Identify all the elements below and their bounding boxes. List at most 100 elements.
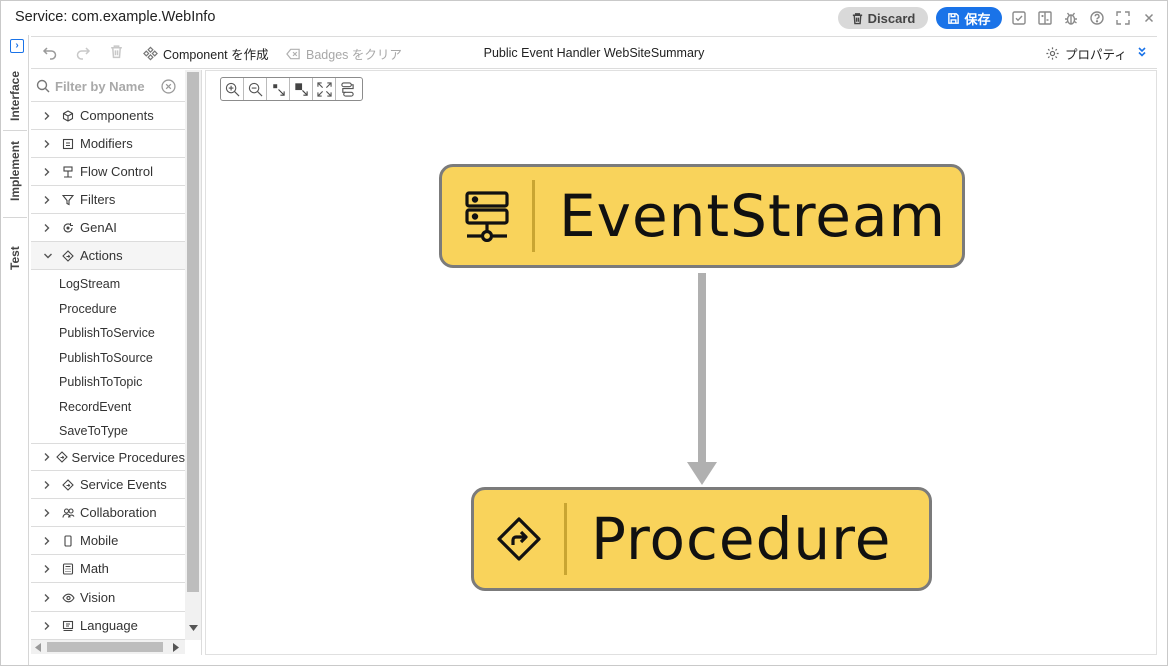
- diamond-icon: [55, 451, 68, 463]
- palette-horizontal-scrollbar[interactable]: [31, 640, 185, 654]
- scrollbar-thumb[interactable]: [187, 72, 199, 592]
- server-icon: [442, 190, 532, 242]
- palette-category-label: Modifiers: [80, 136, 133, 151]
- eye-icon: [60, 593, 76, 603]
- compare-icon[interactable]: [1036, 9, 1054, 27]
- search-icon: [36, 79, 50, 93]
- chevron-right-icon: [43, 195, 57, 205]
- properties-button[interactable]: プロパティ: [1045, 44, 1127, 63]
- diagram-node-eventstream[interactable]: EventStream: [439, 164, 965, 268]
- tab-divider: [3, 130, 27, 131]
- delete-icon[interactable]: [109, 44, 124, 59]
- double-chevron-down-icon[interactable]: [1137, 46, 1147, 58]
- palette-category-actions[interactable]: Actions: [31, 242, 185, 270]
- palette-category-modifiers[interactable]: Modifiers: [31, 130, 185, 158]
- scroll-left-arrow-icon[interactable]: [35, 643, 41, 652]
- palette-category-collaboration[interactable]: Collaboration: [31, 499, 185, 527]
- palette-item-publish-to-topic[interactable]: PublishToTopic: [59, 375, 143, 389]
- palette-item-save-to-type[interactable]: SaveToType: [59, 424, 128, 438]
- fullscreen-icon[interactable]: [1114, 9, 1132, 27]
- mobile-icon: [60, 534, 76, 547]
- palette-category-label: Actions: [80, 248, 123, 263]
- scroll-right-arrow-icon[interactable]: [173, 643, 179, 652]
- book-icon: [60, 620, 76, 632]
- palette-category-service-procedures[interactable]: Service Procedures: [31, 443, 185, 471]
- palette-item-publish-to-source[interactable]: PublishToSource: [59, 351, 153, 365]
- create-component-label: Component を作成: [163, 48, 269, 62]
- chevron-right-icon[interactable]: ›: [10, 39, 24, 53]
- chevron-right-icon: [43, 564, 57, 574]
- palette-category-mobile[interactable]: Mobile: [31, 527, 185, 555]
- modifier-icon: [60, 138, 76, 150]
- chevron-right-icon: [43, 223, 57, 233]
- node-label: EventStream: [559, 182, 947, 250]
- palette-category-label: Service Events: [80, 477, 167, 492]
- clear-badges-label: Badges をクリア: [306, 48, 402, 62]
- zoom-small-icon[interactable]: [267, 78, 290, 100]
- palette-category-label: Mobile: [80, 533, 119, 548]
- zoom-toolbar: [220, 77, 363, 101]
- palette-category-filters[interactable]: Filters: [31, 186, 185, 214]
- palette-vertical-scrollbar[interactable]: [185, 70, 201, 640]
- filter-icon: [60, 194, 76, 206]
- palette-category-label: Components: [80, 108, 154, 123]
- scroll-down-arrow-icon[interactable]: [189, 625, 198, 631]
- palette-category-label: Math: [80, 561, 109, 576]
- palette-category-vision[interactable]: Vision: [31, 584, 185, 612]
- palette-item-publish-to-service[interactable]: PublishToService: [59, 326, 155, 340]
- palette-category-language[interactable]: Language: [31, 612, 185, 640]
- discard-label: Discard: [867, 10, 916, 26]
- trash-icon: [851, 12, 864, 25]
- close-icon[interactable]: [1140, 9, 1158, 27]
- edge-arrowhead: [687, 462, 717, 485]
- people-icon: [60, 507, 76, 519]
- node-divider: [532, 180, 535, 252]
- palette-category-service-events[interactable]: Service Events: [31, 471, 185, 499]
- check-icon[interactable]: [1010, 9, 1028, 27]
- cube-icon: [60, 109, 76, 122]
- chevron-right-icon: [43, 452, 53, 462]
- undo-icon[interactable]: [42, 44, 58, 60]
- chevron-right-icon: [43, 536, 57, 546]
- clear-filter-icon[interactable]: [161, 79, 176, 94]
- chevron-right-icon: [43, 508, 57, 518]
- filter-row: [31, 70, 185, 102]
- save-button[interactable]: 保存: [936, 7, 1002, 29]
- palette-category-label: Service Procedures: [71, 449, 185, 465]
- zoom-in-icon[interactable]: [221, 78, 244, 100]
- bug-icon[interactable]: [1062, 9, 1080, 27]
- tab-test[interactable]: Test: [8, 246, 22, 270]
- zoom-large-icon[interactable]: [290, 78, 313, 100]
- palette-category-math[interactable]: Math: [31, 555, 185, 583]
- side-tabs: › Interface Implement Test: [1, 35, 29, 665]
- tab-implement[interactable]: Implement: [8, 141, 22, 202]
- palette-item-record-event[interactable]: RecordEvent: [59, 400, 132, 414]
- auto-layout-icon[interactable]: [336, 78, 359, 100]
- filter-input[interactable]: [55, 76, 163, 96]
- create-component-button[interactable]: Component を作成: [143, 44, 269, 63]
- palette-category-genai[interactable]: GenAI: [31, 214, 185, 242]
- window-title: Service: com.example.WebInfo: [15, 9, 216, 25]
- node-label: Procedure: [591, 505, 892, 573]
- palette-category-components[interactable]: Components: [31, 102, 185, 130]
- redo-icon[interactable]: [75, 44, 91, 60]
- palette-item-logstream[interactable]: LogStream: [59, 277, 121, 291]
- fit-to-screen-icon[interactable]: [313, 78, 336, 100]
- clear-badges-button[interactable]: Badges をクリア: [286, 44, 402, 63]
- help-icon[interactable]: [1088, 9, 1106, 27]
- procedure-arrow-icon: [474, 516, 564, 562]
- chevron-right-icon: [43, 480, 57, 490]
- discard-button[interactable]: Discard: [838, 7, 928, 29]
- tab-interface[interactable]: Interface: [8, 70, 22, 122]
- palette-category-label: Filters: [80, 192, 116, 207]
- diagram-canvas[interactable]: EventStream Procedure: [205, 70, 1157, 655]
- diagram-node-procedure[interactable]: Procedure: [471, 487, 932, 591]
- zoom-out-icon[interactable]: [244, 78, 267, 100]
- palette-item-procedure[interactable]: Procedure: [59, 302, 117, 316]
- palette-category-label: Language: [80, 618, 138, 633]
- palette-category-flow-control[interactable]: Flow Control: [31, 158, 185, 186]
- title-bar: Service: com.example.WebInfo Discard 保存: [1, 1, 1167, 35]
- diamond-icon: [60, 249, 76, 262]
- scrollbar-thumb[interactable]: [47, 642, 163, 652]
